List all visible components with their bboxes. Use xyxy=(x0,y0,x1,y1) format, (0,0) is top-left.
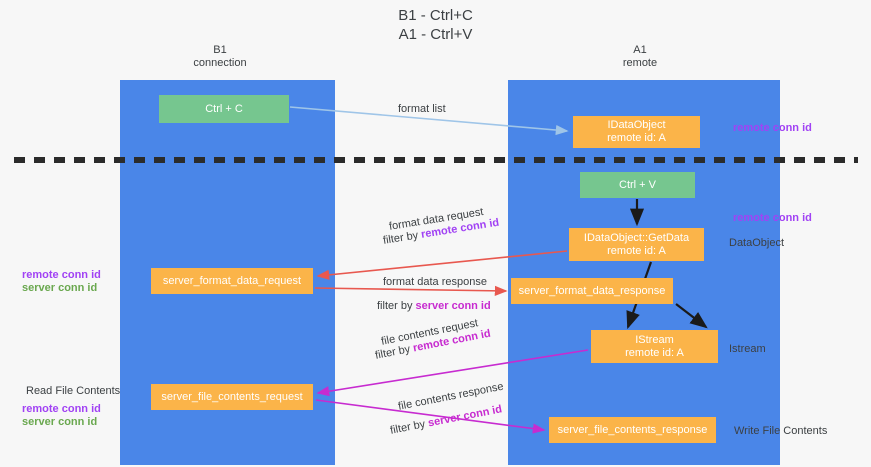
label-filter-by-server-conn-id-1: filter by server conn id xyxy=(377,299,491,313)
node-server-format-data-request[interactable]: server_format_data_request xyxy=(151,268,313,294)
label-read-file-contents: Read File Contents xyxy=(26,385,121,397)
label-istream: Istream xyxy=(729,343,766,355)
filter-by-text-1: filter by xyxy=(382,228,423,247)
label-left-remote-conn-id-2: remote conn id xyxy=(22,403,101,415)
node-idataobject-getdata[interactable]: IDataObject::GetData remote id: A xyxy=(569,228,704,261)
column-header-a1: A1 remote xyxy=(622,44,658,69)
label-left-remote-conn-id-1: remote conn id xyxy=(22,269,101,281)
node-server-file-contents-response[interactable]: server_file_contents_response xyxy=(549,417,716,443)
filter-by-text-2: filter by xyxy=(377,300,416,312)
label-write-file-contents: Write File Contents xyxy=(734,425,828,437)
filter-by-text-4: filter by xyxy=(389,417,430,437)
server-conn-id-inline-1: server conn id xyxy=(415,300,491,312)
column-header-b1: B1 connection xyxy=(193,44,247,69)
node-server-file-contents-request[interactable]: server_file_contents_request xyxy=(151,384,313,410)
label-format-list: format list xyxy=(398,103,446,115)
page-title: B1 - Ctrl+C A1 - Ctrl+V xyxy=(398,7,473,43)
node-server-format-data-response[interactable]: server_format_data_response xyxy=(511,278,673,304)
node-ctrl-c[interactable]: Ctrl + C xyxy=(159,95,289,123)
server-conn-id-inline-2: server conn id xyxy=(426,403,504,430)
filter-by-text-3: filter by xyxy=(374,342,415,362)
label-left-server-conn-id-1: server conn id xyxy=(22,282,98,294)
label-dataobject: DataObject xyxy=(729,237,785,249)
label-left-server-conn-id-2: server conn id xyxy=(22,416,98,428)
node-ctrl-v[interactable]: Ctrl + V xyxy=(580,172,695,198)
node-idataobject[interactable]: IDataObject remote id: A xyxy=(573,116,700,148)
label-remote-conn-id-top: remote conn id xyxy=(733,122,812,134)
node-istream[interactable]: IStream remote id: A xyxy=(591,330,718,363)
label-remote-conn-id-middle: remote conn id xyxy=(733,212,812,224)
label-format-data-response: format data response xyxy=(383,276,487,288)
